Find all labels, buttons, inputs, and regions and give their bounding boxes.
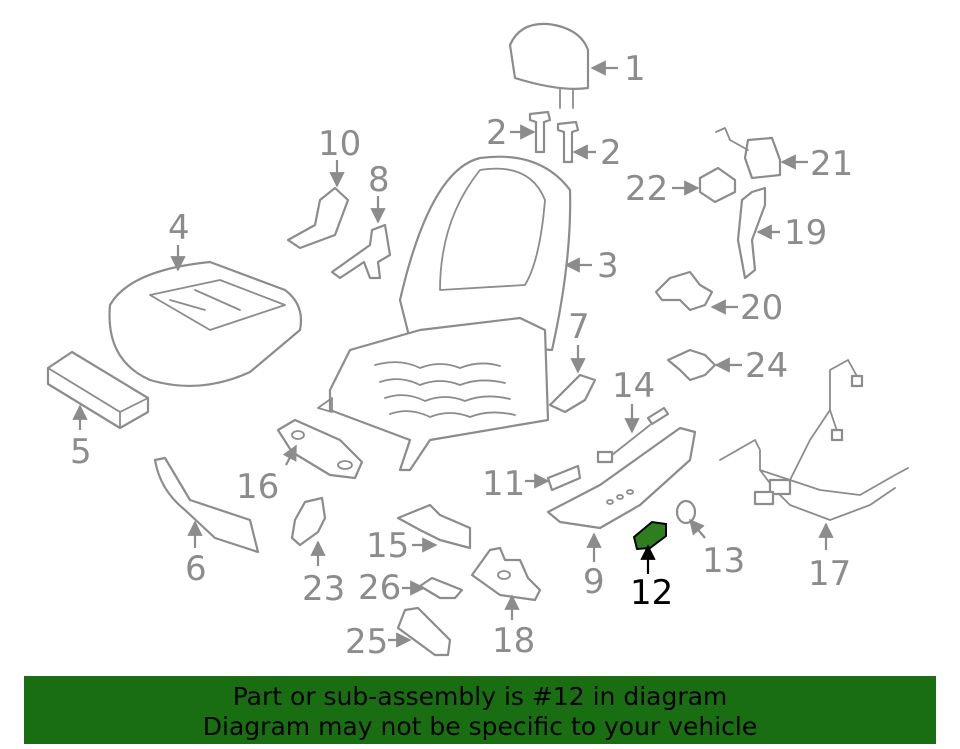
callout-2-right: 2: [600, 133, 622, 173]
part-20-bracket: [654, 270, 714, 312]
callout-22: 22: [625, 169, 668, 209]
part-6-trim: [153, 456, 260, 554]
callout-13: 13: [702, 541, 745, 581]
banner-line-1: Part or sub-assembly is #12 in diagram: [232, 682, 728, 711]
part-26-pad: [418, 576, 464, 600]
callout-18: 18: [492, 621, 535, 661]
callout-25: 25: [345, 622, 388, 662]
part-12-knob: [632, 520, 667, 551]
callout-12: 12: [630, 573, 673, 613]
callout-24: 24: [745, 346, 788, 386]
part-24-bracket: [666, 348, 717, 382]
info-banner: Part or sub-assembly is #12 in diagram D…: [24, 676, 936, 744]
part-11-cap: [546, 464, 582, 492]
part-19-duct: [736, 186, 767, 280]
callout-1: 1: [624, 49, 646, 89]
callout-9: 9: [583, 562, 605, 602]
callout-10: 10: [318, 124, 361, 164]
part-25-bracket: [396, 606, 452, 657]
callout-19: 19: [784, 213, 827, 253]
part-7-bracket: [548, 373, 597, 414]
part-16-bracket: [276, 418, 364, 480]
callout-26: 26: [358, 568, 401, 608]
callout-23: 23: [302, 569, 345, 609]
part-4-seat-cushion: [108, 260, 303, 387]
callout-6: 6: [185, 549, 207, 589]
callout-2-left: 2: [486, 113, 508, 153]
callout-8: 8: [368, 160, 390, 200]
part-10-bracket: [286, 186, 350, 250]
part-14-switch: [596, 406, 670, 464]
part-5-pad: [46, 350, 150, 430]
part-1-headrest: [508, 22, 590, 109]
part-22-block: [698, 166, 737, 204]
callout-11: 11: [482, 464, 525, 504]
part-21-module: [715, 127, 782, 180]
banner-line-2: Diagram may not be specific to your vehi…: [202, 712, 758, 741]
part-17-harness: [719, 359, 909, 521]
callout-labels: 1 2 2 3 4 5 6 7 8 9 10 11 12 13 14 15 16…: [70, 49, 853, 662]
part-8-bracket: [330, 223, 392, 280]
part-2-guide-left: [528, 110, 552, 154]
part-13-cap: [675, 499, 697, 525]
part-3-seat-back: [317, 155, 572, 472]
leader-arrows: [72, 60, 834, 648]
part-2-guide-right: [556, 120, 580, 164]
callout-15: 15: [366, 526, 409, 566]
callout-5: 5: [70, 432, 92, 472]
callout-3: 3: [597, 246, 619, 286]
callout-20: 20: [740, 288, 783, 328]
callout-16: 16: [236, 467, 279, 507]
part-15-bracket: [396, 503, 472, 550]
callout-7: 7: [568, 307, 590, 347]
part-9-side-shield: [546, 426, 697, 530]
part-18-bracket: [470, 546, 542, 602]
callout-21: 21: [810, 144, 853, 184]
callout-4: 4: [168, 208, 190, 248]
callout-17: 17: [808, 554, 851, 594]
part-23-bracket: [290, 496, 327, 547]
callout-14: 14: [612, 366, 655, 406]
